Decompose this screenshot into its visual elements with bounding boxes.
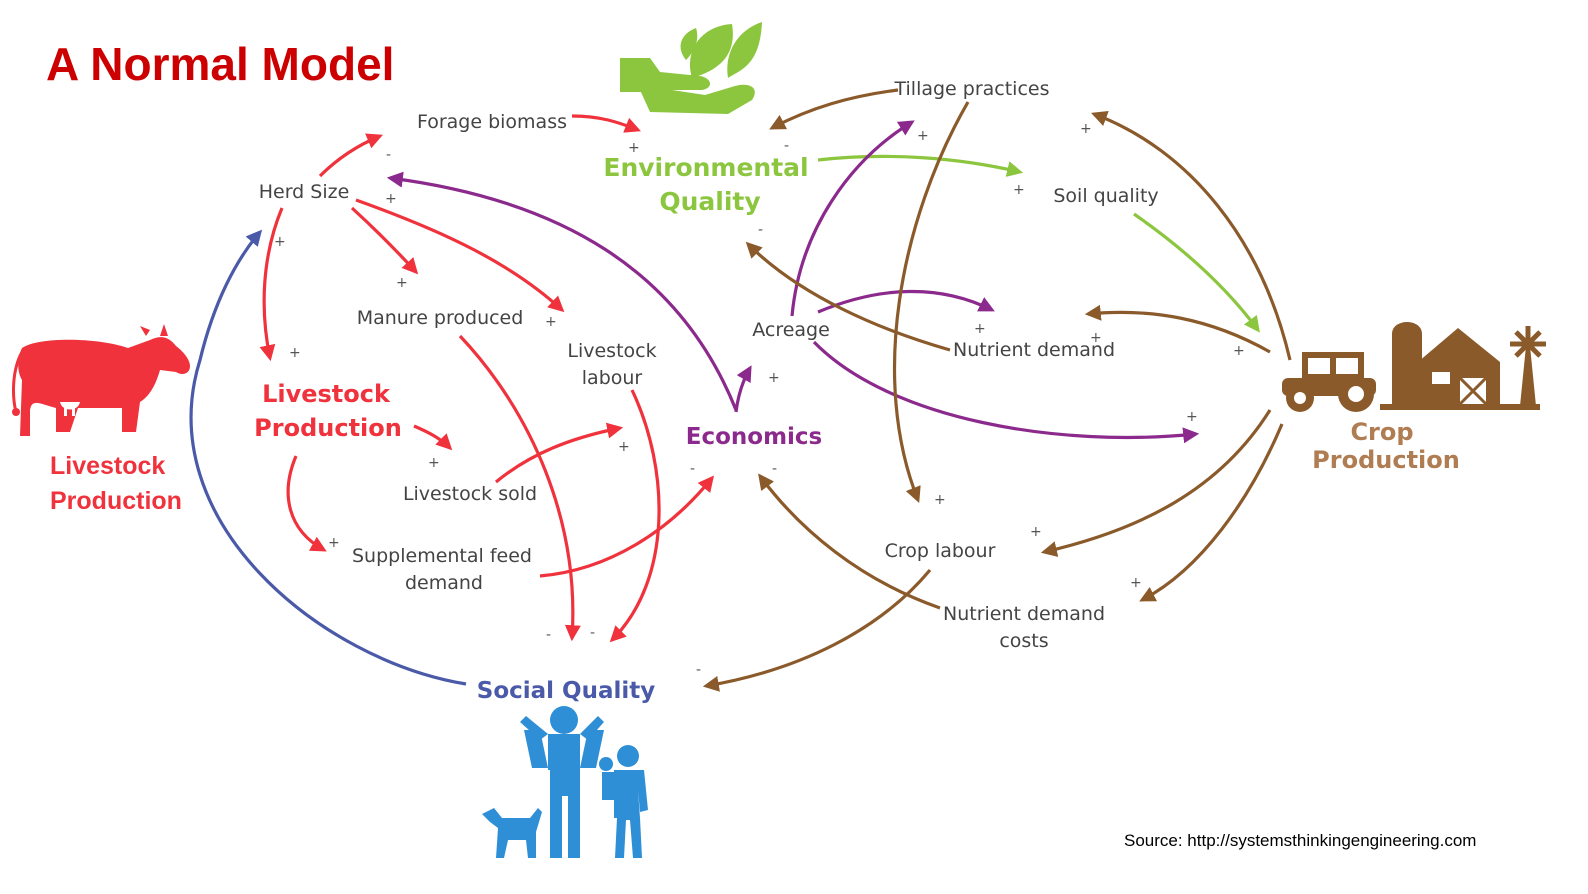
link-acreage-to-crop	[812, 340, 1200, 444]
link-social-to-herd	[189, 229, 467, 686]
link-manure-to-social	[458, 334, 581, 642]
node-supplemental-line2: demand	[405, 572, 483, 594]
link-croplabour-to-social	[702, 568, 932, 692]
polarity-signs: + - + + + + + + + + - - - - + - - + + + …	[274, 121, 1245, 678]
hub-crop-line2: Production	[1312, 446, 1460, 474]
node-nutrient-costs-line2: costs	[999, 630, 1048, 652]
hub-social: Social Quality	[477, 678, 656, 704]
link-sold-to-labour	[494, 422, 624, 484]
crop-links	[702, 88, 1292, 692]
link-herd-to-forage	[318, 133, 383, 178]
svg-text:-: -	[590, 625, 595, 641]
node-tillage-practices: Tillage practices	[893, 78, 1049, 100]
link-tillage-to-croplabour	[892, 101, 970, 503]
svg-text:+: +	[1013, 182, 1025, 198]
svg-text:-: -	[696, 662, 701, 678]
link-costs-to-economics	[758, 473, 941, 610]
link-nutrient-to-env	[745, 241, 951, 352]
svg-text:+: +	[396, 275, 408, 291]
node-supplemental-line1: Supplemental feed	[352, 545, 532, 567]
svg-text:+: +	[934, 492, 946, 508]
hub-livestock-line1: Livestock	[262, 380, 391, 408]
node-livestock-labour-line1: Livestock	[567, 340, 656, 362]
hub-crop-line1: Crop	[1350, 418, 1413, 446]
svg-text:+: +	[628, 140, 640, 156]
node-forage-biomass: Forage biomass	[417, 111, 567, 133]
link-acreage-to-tillage	[790, 120, 915, 317]
svg-text:-: -	[758, 222, 763, 238]
link-production-to-feed	[286, 455, 327, 552]
link-crop-to-croplabour	[1040, 409, 1272, 557]
svg-text:+: +	[545, 314, 557, 330]
svg-text:+: +	[618, 439, 630, 455]
node-livestock-labour-line2: labour	[582, 367, 643, 389]
hub-environmental-line1: Environmental	[603, 153, 808, 182]
svg-text:+: +	[917, 128, 929, 144]
svg-text:+: +	[274, 234, 286, 250]
link-feed-to-economics	[539, 475, 715, 578]
svg-text:-: -	[690, 461, 695, 477]
svg-text:+: +	[385, 191, 397, 207]
node-manure-produced: Manure produced	[357, 307, 524, 329]
link-herd-to-labour	[355, 198, 565, 313]
link-production-to-sold	[413, 424, 453, 451]
social-links	[189, 229, 467, 686]
economics-links	[386, 120, 1200, 444]
source-credit: Source: http://systemsthinkingengineerin…	[1124, 831, 1476, 850]
side-label-line1: Livestock	[50, 452, 165, 480]
svg-text:+: +	[289, 345, 301, 361]
farm-icon	[1282, 322, 1546, 412]
svg-text:+: +	[428, 455, 440, 471]
environment-links	[817, 154, 1260, 333]
svg-text:+: +	[1080, 121, 1092, 137]
link-crop-to-nutrient	[1084, 304, 1271, 354]
node-nutrient-demand: Nutrient demand	[953, 339, 1115, 361]
link-env-to-soil	[817, 154, 1024, 177]
svg-text:+: +	[974, 321, 986, 337]
svg-text:-: -	[546, 627, 551, 643]
svg-text:+: +	[1090, 330, 1102, 346]
hub-livestock-line2: Production	[254, 414, 402, 442]
node-nutrient-costs-line1: Nutrient demand	[943, 603, 1105, 625]
link-herd-to-manure	[350, 206, 419, 275]
link-crop-to-costs	[1139, 423, 1284, 602]
svg-text:-: -	[386, 147, 391, 163]
link-tillage-to-env	[769, 88, 899, 130]
page-title: A Normal Model	[46, 38, 394, 90]
side-label-line2: Production	[50, 487, 182, 515]
link-economics-to-herd	[386, 171, 738, 411]
svg-text:+: +	[328, 535, 340, 551]
link-soil-to-crop	[1133, 212, 1260, 333]
node-acreage: Acreage	[752, 319, 830, 341]
svg-text:-: -	[784, 138, 789, 154]
node-livestock-sold: Livestock sold	[403, 483, 537, 505]
link-herd-to-production	[259, 207, 284, 362]
svg-text:+: +	[1030, 524, 1042, 540]
hand-leaf-icon	[620, 22, 762, 114]
link-acreage-to-nutrient	[817, 289, 995, 314]
hub-environmental-line2: Quality	[659, 187, 760, 216]
svg-text:+: +	[1186, 409, 1198, 425]
link-forage-to-env	[571, 114, 641, 133]
node-soil-quality: Soil quality	[1053, 185, 1158, 207]
livestock-links	[259, 114, 715, 643]
svg-text:+: +	[1130, 575, 1142, 591]
link-labour-to-social	[609, 389, 661, 643]
family-icon	[482, 706, 652, 858]
link-economics-to-acreage	[734, 365, 752, 413]
node-herd-size: Herd Size	[259, 181, 350, 203]
svg-text:+: +	[1233, 343, 1245, 359]
link-crop-to-soilplus	[1091, 111, 1292, 361]
cow-icon	[12, 324, 190, 436]
node-crop-labour: Crop labour	[885, 540, 996, 562]
hub-economics: Economics	[686, 424, 823, 450]
svg-text:-: -	[772, 461, 777, 477]
svg-text:+: +	[768, 370, 780, 386]
